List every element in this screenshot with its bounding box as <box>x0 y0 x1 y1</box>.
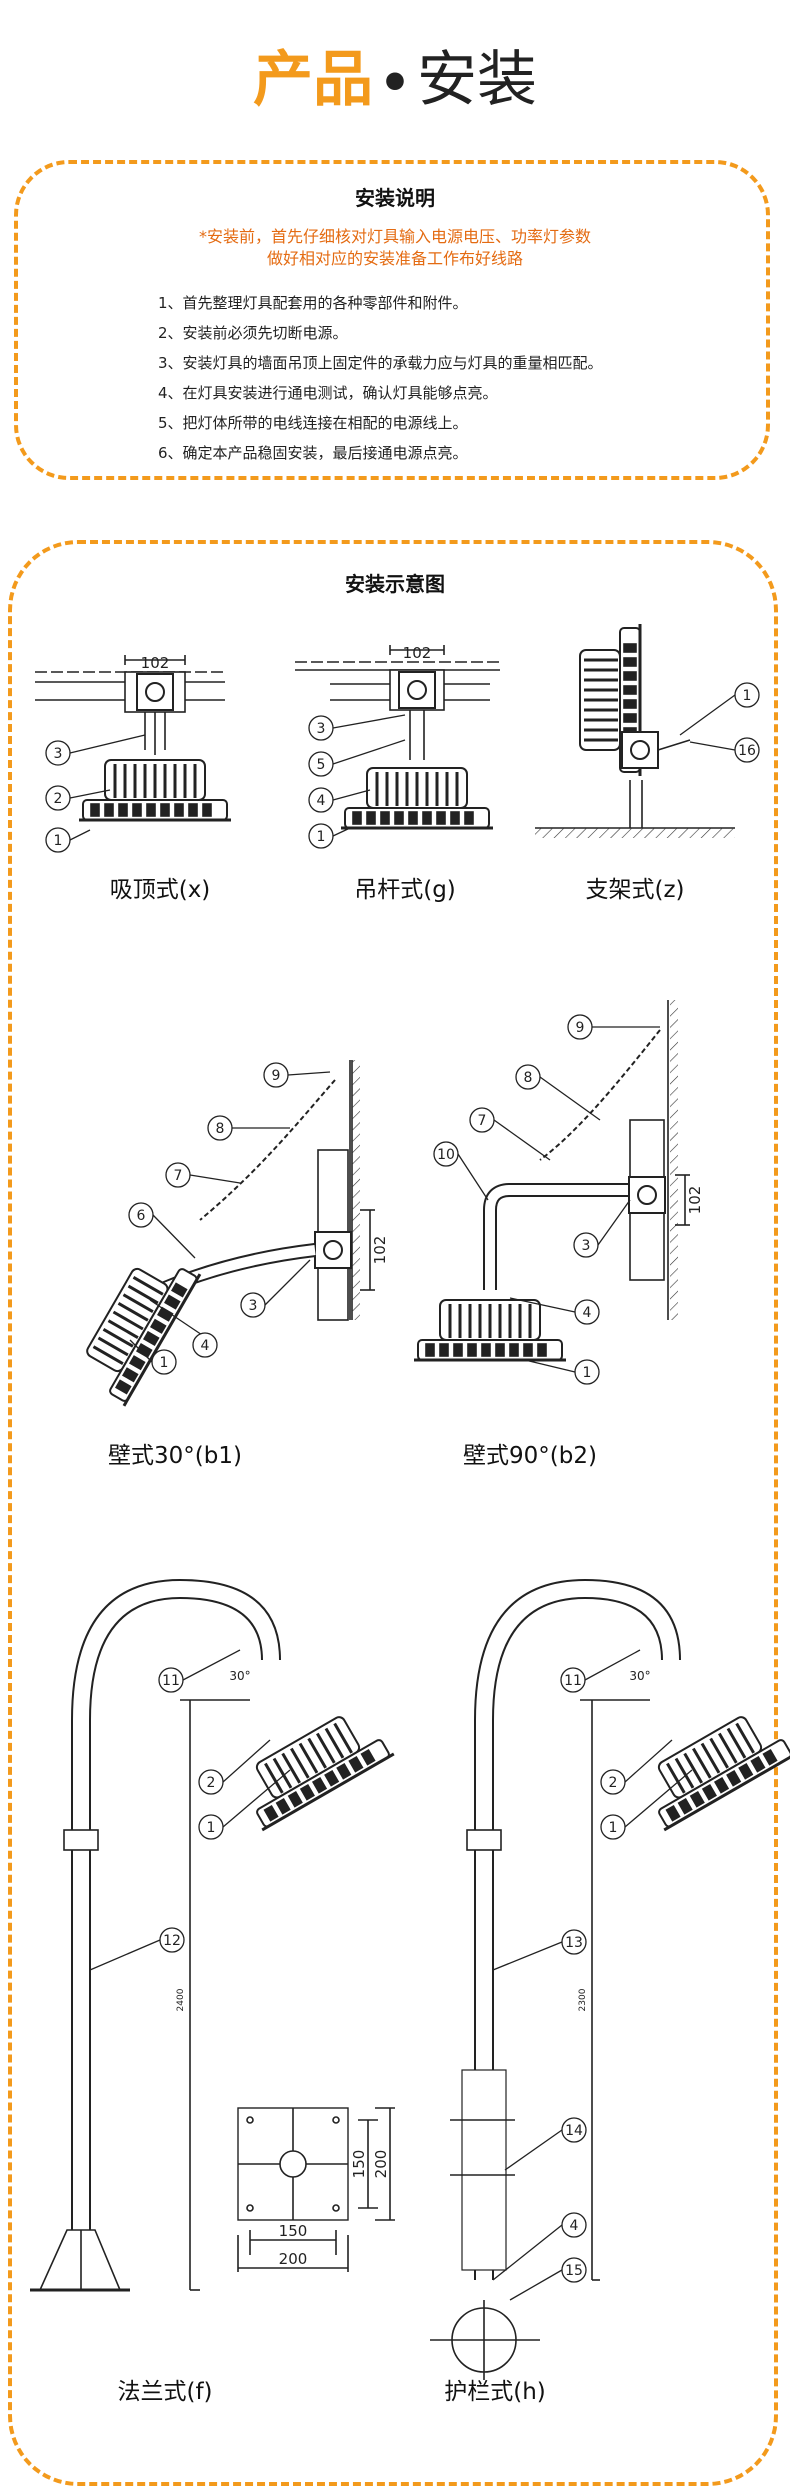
callout-1: 1 <box>583 1365 592 1381</box>
callout-13: 13 <box>565 1935 583 1951</box>
callout-10: 10 <box>437 1147 455 1163</box>
instructions-box <box>14 160 770 480</box>
step-item: 2、安装前必须先切断电源。 <box>158 324 348 342</box>
dim-200-h: 200 <box>279 2250 308 2268</box>
callout-9: 9 <box>272 1068 281 1084</box>
label-guardrail-mount: 护栏式(h) <box>444 2379 546 2405</box>
dim-200-v: 200 <box>372 2150 390 2179</box>
callout-1: 1 <box>609 1820 618 1836</box>
label-pendant-mount: 吊杆式(g) <box>354 877 456 903</box>
label-ceiling-mount: 吸顶式(x) <box>109 877 211 903</box>
dim-102-pendant: 102 <box>403 644 432 662</box>
callout-11: 11 <box>564 1673 582 1689</box>
angle-30-flange: 30° <box>229 1669 250 1683</box>
step-item: 4、在灯具安装进行通电测试，确认灯具能够点亮。 <box>158 384 498 402</box>
step-item: 6、确定本产品稳固安装，最后接通电源点亮。 <box>158 444 468 462</box>
callout-11: 11 <box>162 1673 180 1689</box>
callout-4: 4 <box>583 1305 592 1321</box>
callout-4: 4 <box>570 2218 579 2234</box>
callout-15: 15 <box>565 2263 583 2279</box>
callout-3: 3 <box>317 721 326 737</box>
diagram-box <box>8 540 778 2486</box>
title-product: 产品 <box>253 45 374 115</box>
part-callouts <box>45 682 760 2301</box>
dim-150-h: 150 <box>279 2222 308 2240</box>
title-dot: • <box>379 54 411 112</box>
callout-2: 2 <box>54 791 63 807</box>
callout-16: 16 <box>738 743 756 759</box>
callout-2: 2 <box>207 1775 216 1791</box>
page-title: 产品•安装 <box>0 40 790 123</box>
dim-2400: 2400 <box>176 1988 186 2011</box>
dim-2300: 2300 <box>578 1988 588 2011</box>
instructions-heading: 安装说明 <box>355 186 435 210</box>
label-wall90-mount: 壁式90°(b2) <box>463 1443 597 1469</box>
title-install: 安装 <box>416 45 537 115</box>
warning-line-2: 做好相对应的安装准备工作布好线路 <box>266 249 523 268</box>
callout-4: 4 <box>317 793 326 809</box>
label-wall30-mount: 壁式30°(b1) <box>108 1443 242 1469</box>
drawing-lines <box>30 622 790 2380</box>
step-item: 5、把灯体所带的电线连接在相配的电源线上。 <box>158 414 468 432</box>
diagram-heading: 安装示意图 <box>345 572 445 596</box>
callout-14: 14 <box>565 2123 583 2139</box>
step-item: 1、首先整理灯具配套用的各种零部件和附件。 <box>158 294 468 312</box>
warning-line-1: *安装前，首先仔细核对灯具输入电源电压、功率灯参数 <box>198 227 591 246</box>
label-bracket-mount: 支架式(z) <box>585 877 685 903</box>
callout-1: 1 <box>317 829 326 845</box>
callout-1: 1 <box>160 1355 169 1371</box>
dim-102-wall30: 102 <box>371 1236 389 1265</box>
instruction-steps: 1、首先整理灯具配套用的各种零部件和附件。 2、安装前必须先切断电源。 3、安装… <box>158 288 603 468</box>
callout-3: 3 <box>582 1238 591 1254</box>
callout-9: 9 <box>576 1020 585 1036</box>
part-numbers: 3 2 1 3 5 4 1 1 16 9 8 7 6 4 3 1 9 8 7 1… <box>54 688 756 2279</box>
callout-8: 8 <box>524 1070 533 1086</box>
step-item: 3、安装灯具的墙面吊顶上固定件的承载力应与灯具的重量相匹配。 <box>158 354 603 372</box>
callout-7: 7 <box>174 1168 183 1184</box>
dim-102-wall90: 102 <box>686 1186 704 1215</box>
callout-3: 3 <box>54 746 63 762</box>
angle-30-guardrail: 30° <box>629 1669 650 1683</box>
dim-150-v: 150 <box>350 2150 368 2179</box>
dimension-labels: 102 102 102 102 30° 30° 2400 2300 150 20… <box>141 644 704 2268</box>
callout-1: 1 <box>207 1820 216 1836</box>
callout-6: 6 <box>137 1208 146 1224</box>
callout-3: 3 <box>249 1298 258 1314</box>
callout-4: 4 <box>201 1338 210 1354</box>
callout-1: 1 <box>54 833 63 849</box>
callout-7: 7 <box>478 1113 487 1129</box>
dim-102-ceiling: 102 <box>141 654 170 672</box>
callout-2: 2 <box>609 1775 618 1791</box>
callout-5: 5 <box>317 757 326 773</box>
callout-8: 8 <box>216 1121 225 1137</box>
label-flange-mount: 法兰式(f) <box>117 2379 213 2405</box>
callout-12: 12 <box>163 1933 181 1949</box>
callout-1: 1 <box>743 688 752 704</box>
